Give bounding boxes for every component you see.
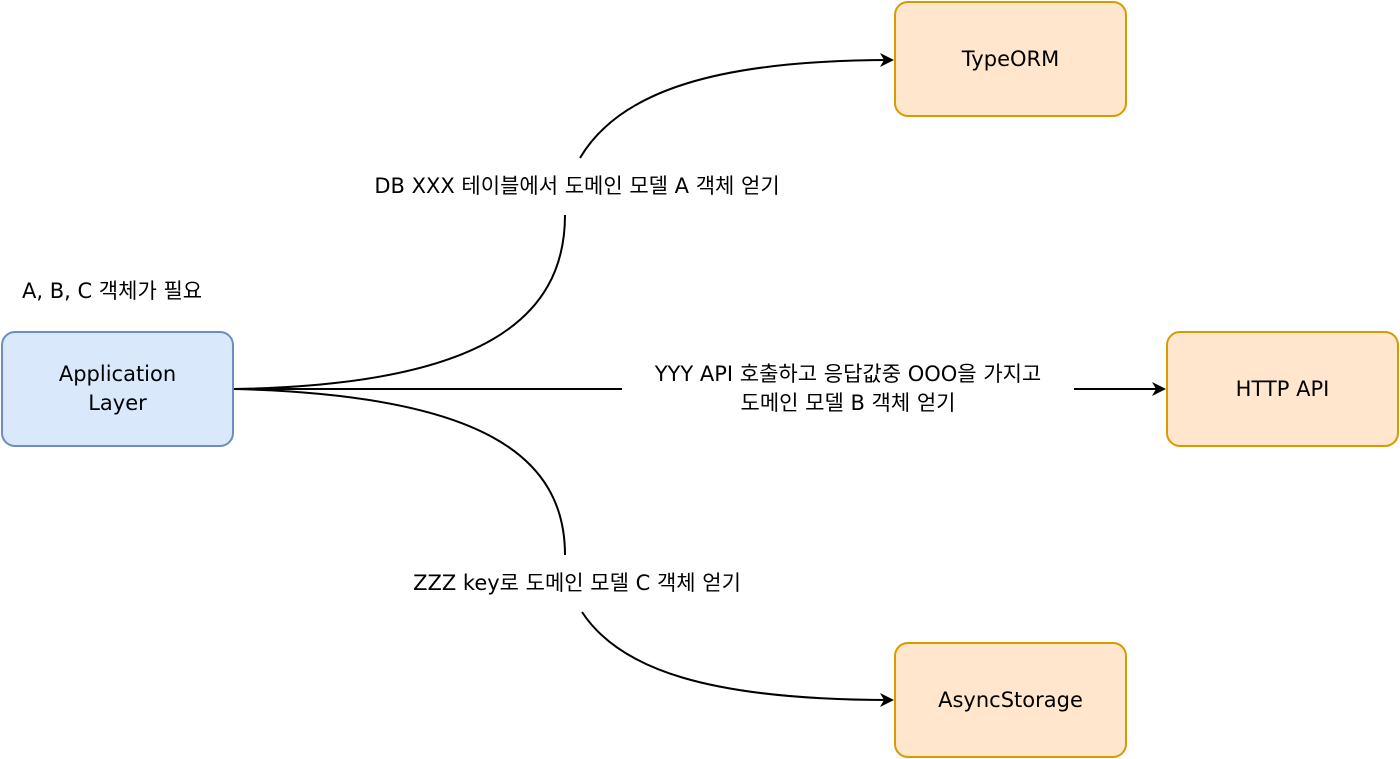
async-storage-label: AsyncStorage (938, 687, 1083, 712)
application-layer-node[interactable]: Application Layer (1, 331, 234, 447)
typeorm-node[interactable]: TypeORM (894, 1, 1127, 117)
http-api-node[interactable]: HTTP API (1166, 331, 1399, 447)
typeorm-label: TypeORM (961, 46, 1060, 71)
edge-to-async-storage (233, 388, 892, 700)
application-layer-label: Application Layer (58, 362, 177, 415)
edge-label-typeorm: DB XXX 테이블에서 도메인 모델 A 객체 얻기 (355, 172, 799, 201)
requirement-note: A, B, C 객체가 필요 (22, 279, 203, 303)
async-storage-node[interactable]: AsyncStorage (894, 642, 1127, 758)
http-api-label: HTTP API (1235, 376, 1330, 401)
edge-to-typeorm (233, 60, 892, 390)
edge-label-http-api: YYY API 호출하고 응답값중 OOO을 가지고 도메인 모델 B 객체 얻… (622, 360, 1074, 418)
edge-label-async-storage: ZZZ key로 도메인 모델 C 객체 얻기 (398, 569, 756, 598)
